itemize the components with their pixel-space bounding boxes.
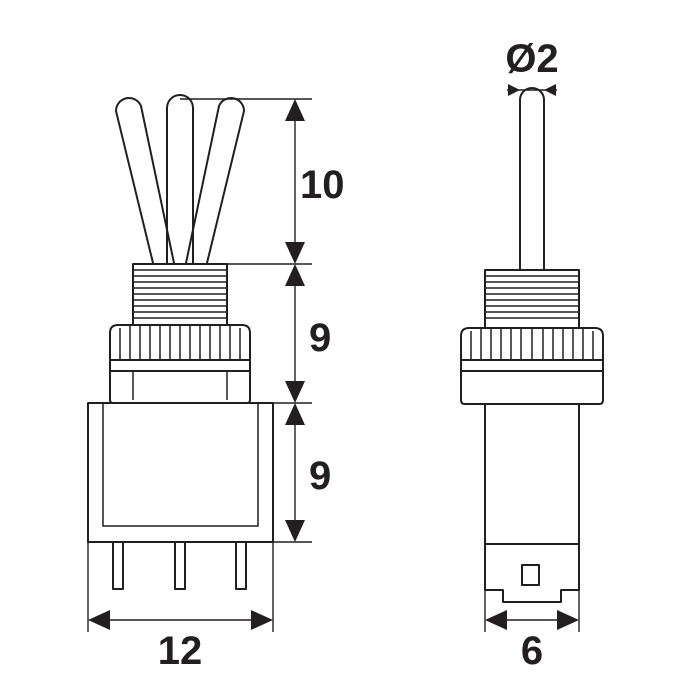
dim-bushing-height	[285, 264, 305, 403]
label-lever-height: 10	[300, 163, 345, 207]
dim-body-width	[88, 610, 273, 630]
dim-side-width	[485, 610, 579, 630]
front-threaded-bushing	[132, 263, 228, 326]
label-side-width: 6	[521, 629, 543, 673]
dimension-lines	[87, 84, 580, 632]
side-view	[460, 87, 604, 603]
lever-center-position	[166, 94, 194, 264]
side-thread-lines	[485, 275, 579, 319]
label-body-width: 12	[158, 629, 203, 673]
side-knurled-nut	[460, 327, 604, 372]
dim-body-height	[285, 403, 305, 542]
front-view	[87, 94, 274, 590]
label-bushing-height: 9	[309, 316, 331, 360]
dim-lever-diameter	[507, 84, 557, 96]
front-thread-lines	[133, 269, 227, 319]
lever-left-position	[115, 97, 175, 264]
front-body	[87, 402, 274, 543]
terminal-right	[235, 541, 247, 590]
label-body-height: 9	[309, 454, 331, 498]
side-terminal-slot	[521, 564, 540, 586]
label-lever-diameter: Ø2	[505, 37, 558, 81]
side-threaded-bushing	[484, 269, 580, 329]
dim-lever-height	[285, 99, 305, 264]
side-lever	[519, 87, 545, 271]
front-knurl-lines	[119, 326, 241, 360]
side-knurl-lines	[470, 329, 594, 360]
front-terminals	[112, 541, 247, 590]
terminal-center	[174, 541, 186, 590]
terminal-left	[112, 541, 124, 590]
side-washer	[460, 370, 604, 405]
front-washer	[109, 370, 251, 404]
front-knurled-nut	[109, 324, 251, 372]
front-lever-positions	[115, 94, 245, 264]
side-terminal	[484, 543, 580, 603]
lever-right-position	[185, 97, 245, 264]
side-body	[484, 403, 580, 545]
